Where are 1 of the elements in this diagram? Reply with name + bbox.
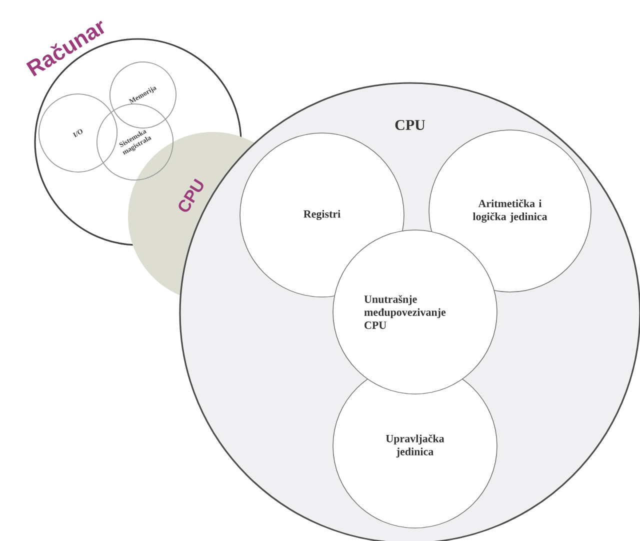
heading: CPU <box>395 120 426 130</box>
